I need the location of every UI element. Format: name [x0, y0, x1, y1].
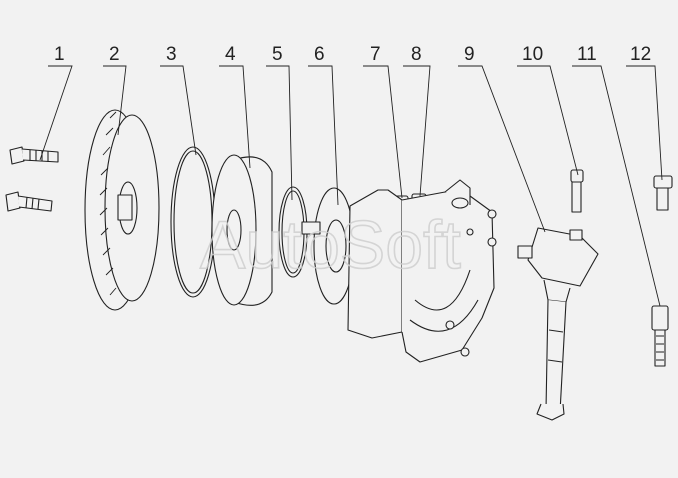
callout-4: 4	[225, 44, 236, 65]
flange-plate	[301, 187, 355, 305]
callout-11: 11	[577, 44, 597, 65]
callout-10: 10	[522, 44, 543, 65]
callout-5: 5	[272, 44, 283, 65]
callout-1: 1	[54, 44, 65, 65]
pump-housing	[347, 179, 497, 363]
watermark-text: AutoSoft	[200, 207, 461, 283]
callout-8: 8	[411, 44, 422, 65]
callout-6: 6	[314, 44, 325, 65]
small-bolt	[570, 169, 584, 213]
callout-3: 3	[166, 44, 177, 65]
gear	[84, 109, 160, 311]
callout-12: 12	[630, 44, 651, 65]
distributor	[517, 227, 599, 421]
callout-2: 2	[109, 44, 120, 65]
bolt-vertical	[653, 175, 673, 211]
callout-7: 7	[370, 44, 381, 65]
callouts: 1 2 3 4 5 6 7 8 9 10 11 12	[54, 44, 651, 65]
spark-plug	[651, 305, 669, 367]
bolt-pair	[5, 146, 59, 212]
callout-9: 9	[464, 44, 475, 65]
leader-lines	[39, 65, 663, 307]
